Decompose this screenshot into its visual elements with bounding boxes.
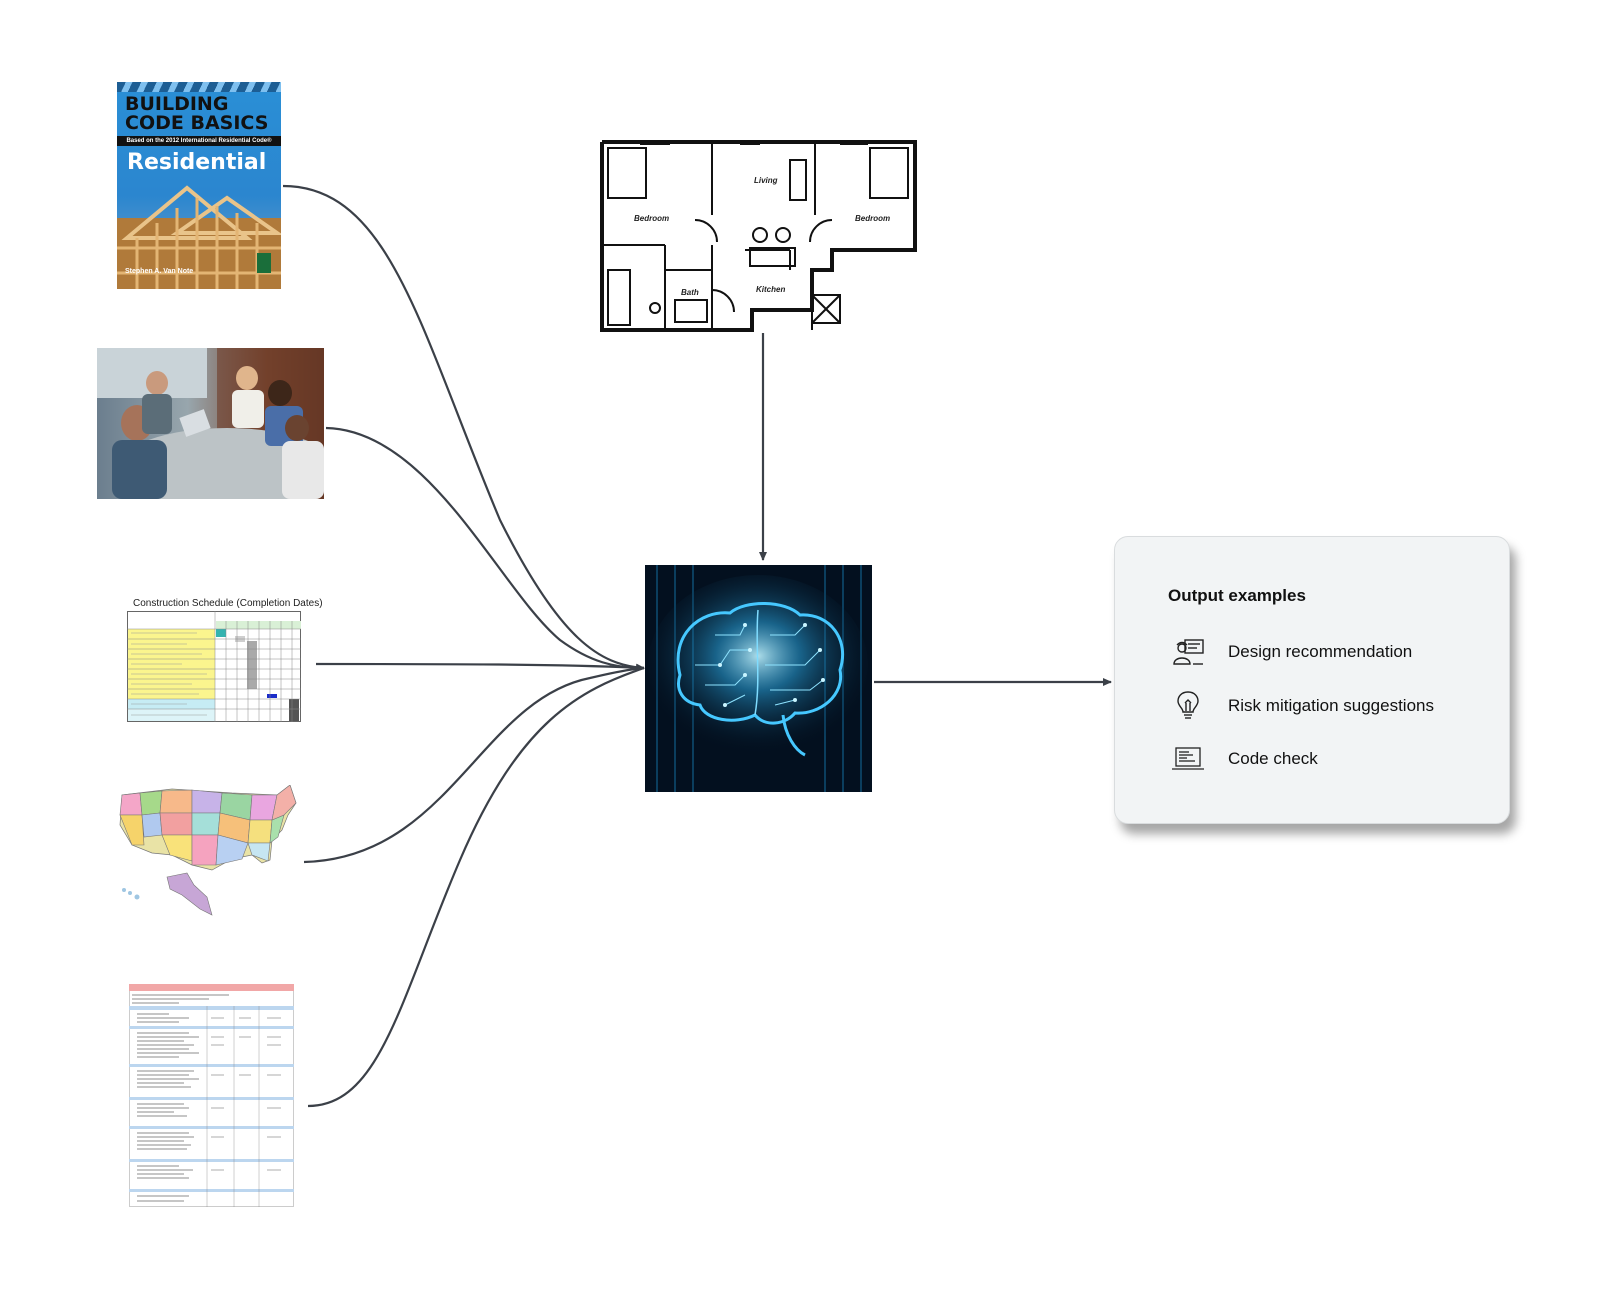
team-meeting-photo (97, 348, 324, 499)
connector-schedule-to-ai (316, 664, 644, 668)
output-item-label: Design recommendation (1228, 642, 1412, 662)
book-title-line2: CODE BASICS (125, 113, 268, 133)
room-label-bath: Bath (681, 288, 699, 297)
output-examples-card: Output examples Design recommendation Ri… (1114, 536, 1510, 824)
output-item-code-check: Code check (1171, 744, 1491, 774)
output-examples-heading: Output examples (1168, 586, 1306, 606)
building-code-book-cover: BUILDING CODE BASICS Based on the 2012 I… (117, 82, 281, 289)
lightbulb-icon (1171, 691, 1205, 721)
us-states-map (112, 785, 302, 927)
output-item-label: Code check (1228, 749, 1318, 769)
connector-boq-to-ai (308, 668, 644, 1106)
laptop-icon (1171, 744, 1205, 774)
output-item-label: Risk mitigation suggestions (1228, 696, 1434, 716)
room-label-kitchen: Kitchen (756, 285, 785, 294)
room-label-living: Living (754, 176, 778, 185)
bill-of-quantities-thumbnail (129, 984, 294, 1207)
engineer-blueprint-icon (1171, 637, 1205, 667)
apartment-floor-plan: Living Bedroom Bedroom Bath Kitchen (600, 140, 917, 332)
schedule-table (127, 611, 302, 722)
room-label-bedroom-left: Bedroom (634, 214, 669, 223)
book-title-line1: BUILDING (125, 94, 228, 114)
output-item-design-recommendation: Design recommendation (1171, 637, 1491, 667)
connector-book-to-ai (283, 186, 644, 668)
room-label-bedroom-right: Bedroom (855, 214, 890, 223)
book-author: Stephen A. Van Note (125, 268, 193, 275)
book-subtitle: Based on the 2012 International Resident… (117, 136, 281, 146)
connector-map-to-ai (304, 668, 644, 862)
connector-meeting-to-ai (326, 428, 644, 668)
ai-brain-image (645, 565, 872, 792)
construction-schedule-thumbnail: Construction Schedule (Completion Dates) (127, 598, 302, 722)
book-stripe (117, 82, 281, 92)
schedule-title: Construction Schedule (Completion Dates) (133, 598, 323, 609)
output-item-risk-mitigation: Risk mitigation suggestions (1171, 691, 1491, 721)
book-edition: Residential (127, 150, 266, 175)
